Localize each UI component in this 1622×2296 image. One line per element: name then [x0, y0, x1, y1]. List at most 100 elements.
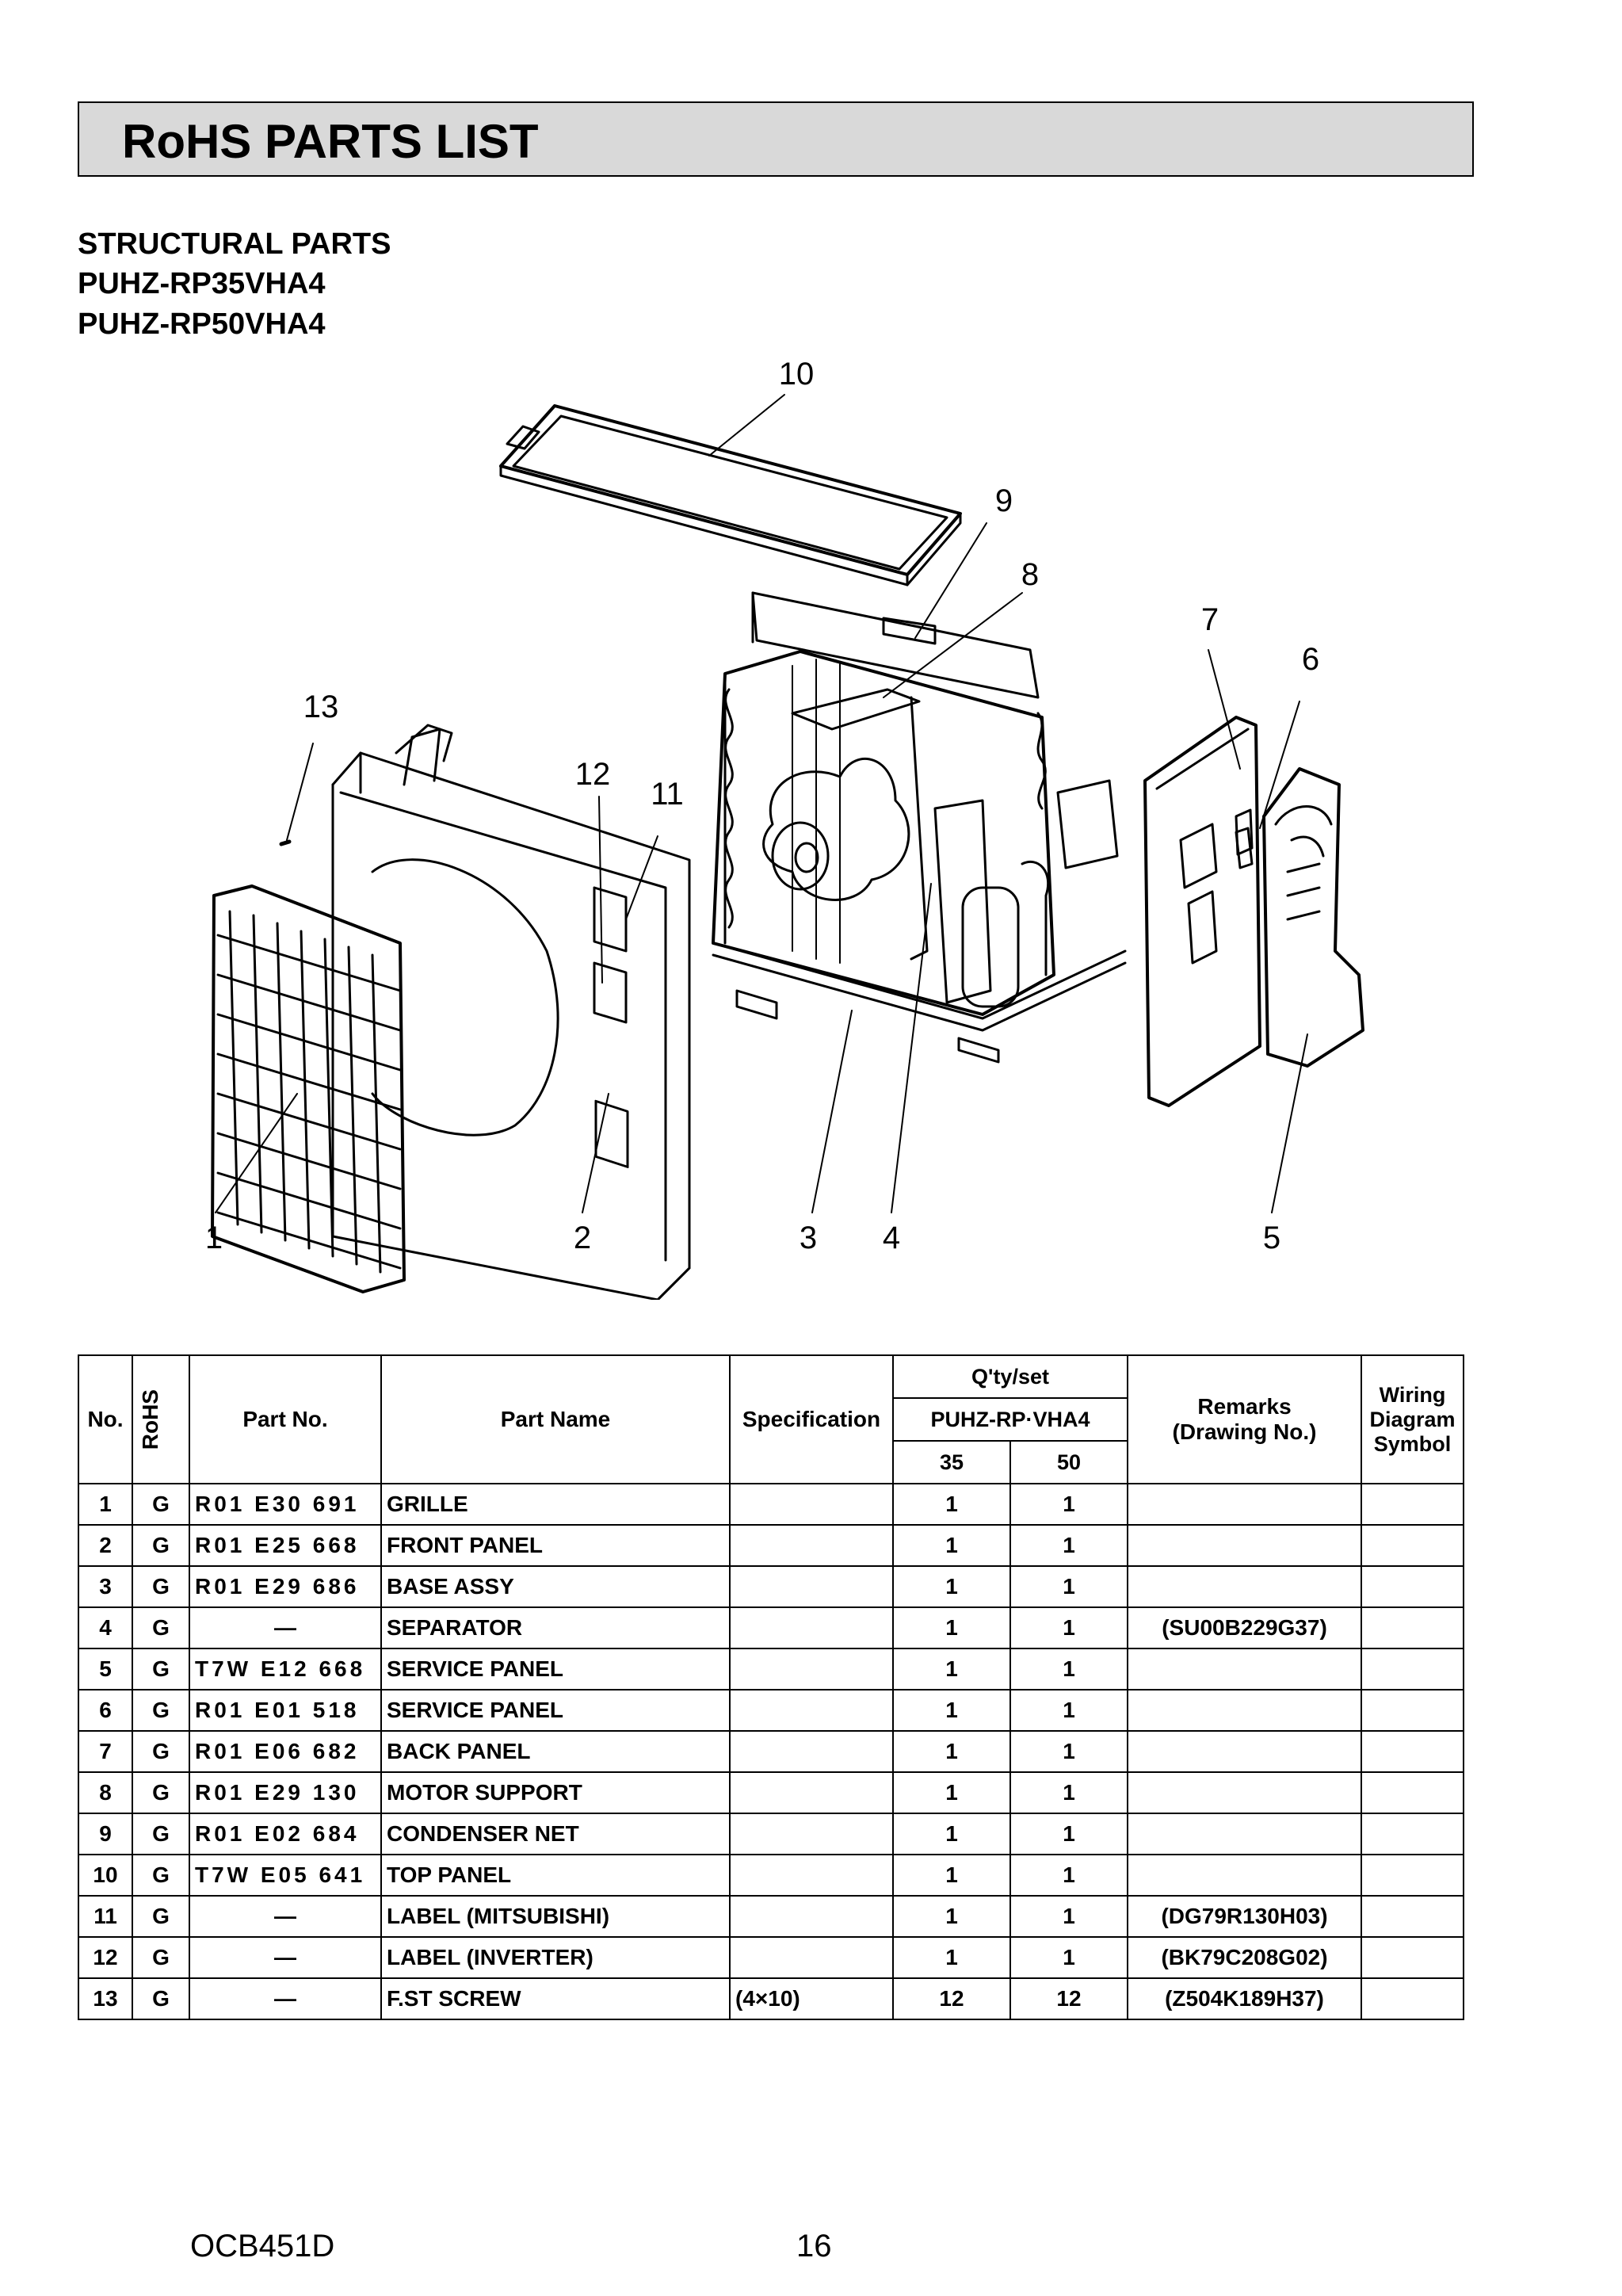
subtitle-model-50: PUHZ-RP50VHA4 [78, 308, 326, 341]
row-part-no: R01 E30 691 [189, 1483, 382, 1526]
callout-1: 1 [205, 1221, 223, 1255]
front-panel-drawing [331, 724, 691, 1300]
row-qty-35: 1 [892, 1813, 1011, 1855]
row-qty-50: 1 [1009, 1565, 1128, 1608]
header-model: PUHZ-RP·VHA4 [892, 1397, 1128, 1442]
callout-10: 10 [779, 357, 815, 392]
header-no: No. [78, 1354, 133, 1484]
row-part-no: — [189, 1606, 382, 1649]
row-qty-50: 1 [1009, 1648, 1128, 1690]
row-qty-35: 1 [892, 1648, 1011, 1690]
row-specification [729, 1936, 894, 1979]
row-specification [729, 1648, 894, 1690]
parts-table: No. RoHS Part No. Part Name Specificatio… [78, 1354, 1464, 2020]
callout-8: 8 [1021, 557, 1039, 592]
row-part-no: — [189, 1895, 382, 1938]
row-part-name: F.ST SCREW [380, 1977, 731, 2020]
header-specification: Specification [729, 1354, 894, 1484]
callout-4: 4 [883, 1221, 900, 1255]
row-specification [729, 1606, 894, 1649]
condenser-assembly-drawing [712, 591, 1127, 1064]
row-specification [729, 1483, 894, 1526]
row-remarks [1127, 1483, 1362, 1526]
row-remarks: (SU00B229G37) [1127, 1606, 1362, 1649]
subtitle-structural-parts: STRUCTURAL PARTS [78, 227, 391, 261]
row-wiring-symbol [1361, 1483, 1464, 1526]
row-qty-35: 1 [892, 1895, 1011, 1938]
row-remarks [1127, 1524, 1362, 1567]
row-qty-50: 1 [1009, 1813, 1128, 1855]
row-part-no: — [189, 1977, 382, 2020]
row-wiring-symbol [1361, 1771, 1464, 1814]
row-part-no: R01 E25 668 [189, 1524, 382, 1567]
row-rohs: G [132, 1730, 190, 1773]
header-remarks: Remarks(Drawing No.) [1127, 1354, 1362, 1484]
row-wiring-symbol [1361, 1936, 1464, 1979]
title-bar: RoHS PARTS LIST [78, 101, 1474, 177]
row-remarks [1127, 1771, 1362, 1814]
row-part-name: SEPARATOR [380, 1606, 731, 1649]
header-part-no: Part No. [189, 1354, 382, 1484]
row-no: 2 [78, 1524, 133, 1567]
row-rohs: G [132, 1977, 190, 2020]
subtitle-model-35: PUHZ-RP35VHA4 [78, 267, 326, 300]
row-part-no: R01 E29 130 [189, 1771, 382, 1814]
row-qty-50: 1 [1009, 1730, 1128, 1773]
row-qty-35: 1 [892, 1524, 1011, 1567]
row-part-no: R01 E01 518 [189, 1689, 382, 1732]
header-qty-set: Q'ty/set [892, 1354, 1128, 1399]
header-qty-35: 35 [892, 1440, 1011, 1484]
row-specification [729, 1730, 894, 1773]
header-part-name: Part Name [380, 1354, 731, 1484]
row-rohs: G [132, 1524, 190, 1567]
row-qty-50: 1 [1009, 1895, 1128, 1938]
callout-12: 12 [575, 757, 611, 792]
grille-drawing [211, 884, 406, 1293]
row-specification [729, 1771, 894, 1814]
callout-11: 11 [651, 777, 684, 812]
header-rohs: RoHS [132, 1354, 190, 1484]
row-no: 10 [78, 1854, 133, 1897]
row-part-name: FRONT PANEL [380, 1524, 731, 1567]
page-number: 16 [796, 2229, 832, 2264]
back-panel-drawing [1143, 716, 1261, 1107]
callout-3: 3 [800, 1221, 817, 1255]
row-qty-50: 12 [1009, 1977, 1128, 2020]
leader-lines [215, 394, 1308, 1213]
row-rohs: G [132, 1895, 190, 1938]
row-wiring-symbol [1361, 1813, 1464, 1855]
row-remarks: (BK79C208G02) [1127, 1936, 1362, 1979]
row-no: 11 [78, 1895, 133, 1938]
row-rohs: G [132, 1771, 190, 1814]
row-specification [729, 1854, 894, 1897]
row-no: 12 [78, 1936, 133, 1979]
row-remarks [1127, 1854, 1362, 1897]
row-qty-50: 1 [1009, 1606, 1128, 1649]
row-remarks: (DG79R130H03) [1127, 1895, 1362, 1938]
row-rohs: G [132, 1854, 190, 1897]
row-rohs: G [132, 1936, 190, 1979]
row-wiring-symbol [1361, 1606, 1464, 1649]
row-qty-50: 1 [1009, 1936, 1128, 1979]
row-specification [729, 1524, 894, 1567]
row-rohs: G [132, 1689, 190, 1732]
row-remarks [1127, 1813, 1362, 1855]
row-part-name: CONDENSER NET [380, 1813, 731, 1855]
exploded-parts-drawing: 10 9 8 7 6 13 12 11 1 2 3 4 5 [205, 357, 1364, 1300]
row-wiring-symbol [1361, 1689, 1464, 1732]
row-part-name: LABEL (INVERTER) [380, 1936, 731, 1979]
row-wiring-symbol [1361, 1524, 1464, 1567]
row-no: 1 [78, 1483, 133, 1526]
row-no: 7 [78, 1730, 133, 1773]
row-remarks [1127, 1730, 1362, 1773]
